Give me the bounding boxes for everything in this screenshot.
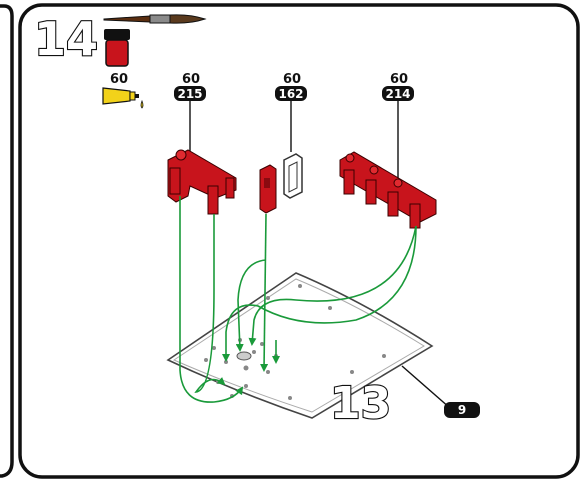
part-162 (259, 153, 303, 214)
part-code: 162 (278, 87, 303, 101)
callout-tag (444, 402, 480, 418)
panel-frame (18, 3, 580, 479)
part-quantity: 60 (182, 72, 200, 87)
part-label-215: 60 215 (174, 72, 206, 101)
leader-lines (189, 101, 399, 180)
previous-panel-edge (0, 4, 14, 478)
part-quantity: 60 (283, 72, 301, 87)
part-215 (167, 149, 237, 215)
paintbrush-icon (103, 14, 207, 24)
paint-pot-icon (104, 29, 130, 67)
callout-leader (401, 365, 451, 409)
part-code: 215 (177, 87, 202, 101)
part-label-214: 60 214 (382, 72, 414, 101)
part-quantity: 60 (390, 72, 408, 87)
glue-quantity: 60 (110, 72, 128, 87)
part-code-tag (174, 86, 206, 101)
base-plate (166, 272, 434, 419)
part-label-162: 60 162 (275, 72, 307, 101)
part-code-tag (275, 86, 307, 101)
part-code-tag (382, 86, 414, 101)
part-214 (339, 151, 437, 229)
part-code: 214 (385, 87, 410, 101)
callout-code: 9 (458, 403, 466, 417)
sub-step-label: 13 (330, 378, 391, 429)
assembly-arrows (179, 196, 417, 403)
center-hub (236, 351, 252, 361)
glue-tube-icon (102, 87, 144, 109)
step-number: 14 (34, 12, 98, 66)
